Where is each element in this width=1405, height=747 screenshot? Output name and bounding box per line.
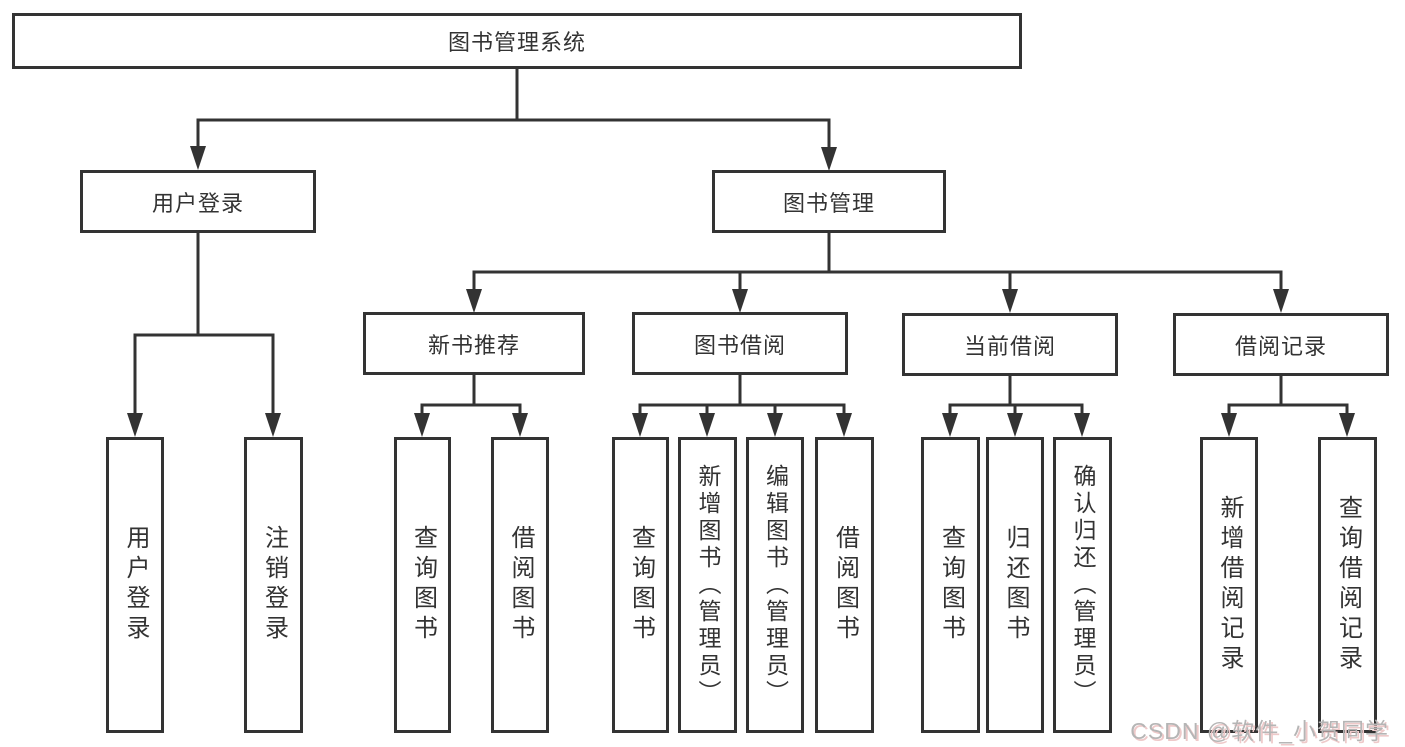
connector-book-management-children (466, 233, 1289, 313)
node-label: 编辑图书（管理员） (762, 463, 789, 707)
leaf-return-books: 归还图书 (986, 437, 1044, 733)
leaf-confirm-return-admin: 确认归还（管理员） (1053, 437, 1112, 733)
node-label: 图书借阅 (693, 332, 786, 358)
node-label: 确认归还（管理员） (1070, 463, 1096, 707)
node-label: 归还图书 (1002, 525, 1029, 645)
node-label: 查询图书 (409, 525, 437, 645)
node-book-borrow: 图书借阅 (632, 312, 848, 375)
node-current-borrow: 当前借阅 (902, 313, 1118, 376)
leaf-query-borrow-record: 查询借阅记录 (1318, 437, 1377, 733)
node-book-management: 图书管理 (712, 170, 946, 233)
node-borrow-records: 借阅记录 (1173, 313, 1389, 376)
node-label: 图书管理系统 (447, 30, 586, 55)
leaf-borrow-books: 借阅图书 (815, 437, 874, 733)
leaf-query-books-current: 查询图书 (921, 437, 980, 733)
connector-root-to-level2 (190, 68, 837, 171)
node-label: 借阅图书 (831, 525, 859, 645)
csdn-watermark: CSDN @软件_小贺同学 (1130, 718, 1389, 744)
leaf-borrow-books-recommend: 借阅图书 (491, 437, 549, 733)
leaf-query-books-recommend: 查询图书 (394, 437, 451, 733)
node-label: 新书推荐 (427, 332, 520, 358)
connector-new-book-children (414, 375, 528, 437)
connector-borrow-record-children (1221, 376, 1355, 437)
leaf-query-books-borrow: 查询图书 (612, 437, 669, 733)
node-new-book-recommend: 新书推荐 (363, 312, 585, 375)
connector-user-login-children (127, 232, 281, 437)
node-label: 用户登录 (122, 525, 149, 645)
node-label: 注销登录 (260, 525, 288, 645)
leaf-add-borrow-record: 新增借阅记录 (1200, 437, 1258, 733)
node-label: 图书管理 (782, 190, 875, 216)
leaf-logout: 注销登录 (244, 437, 303, 733)
node-label: 用户登录 (151, 190, 244, 216)
leaf-edit-books-admin: 编辑图书（管理员） (746, 437, 804, 733)
leaf-add-books-admin: 新增图书（管理员） (678, 437, 737, 733)
leaf-user-login: 用户登录 (106, 437, 164, 733)
node-label: 新增借阅记录 (1216, 495, 1243, 675)
node-label: 当前借阅 (963, 333, 1056, 359)
node-label: 新增图书（管理员） (695, 463, 721, 707)
node-root-system: 图书管理系统 (12, 13, 1022, 69)
node-label: 借阅图书 (507, 525, 534, 645)
node-label: 查询图书 (937, 525, 965, 645)
node-user-login: 用户登录 (80, 170, 316, 233)
node-label: 查询图书 (627, 525, 655, 645)
node-label: 查询借阅记录 (1334, 495, 1362, 675)
connector-current-borrow-children (942, 376, 1090, 437)
node-label: 借阅记录 (1234, 333, 1327, 359)
connector-book-borrow-children (632, 375, 852, 437)
